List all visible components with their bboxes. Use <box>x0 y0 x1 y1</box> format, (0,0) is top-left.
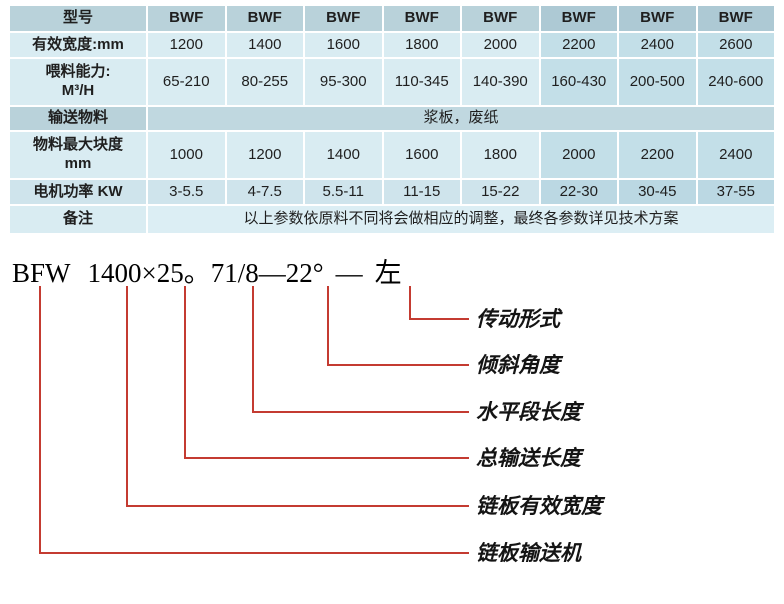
label-incline-angle: 倾斜角度 <box>476 353 560 377</box>
leader-line-plate-width <box>126 286 469 507</box>
model-side: 左 <box>374 258 402 288</box>
cell: 1200 <box>224 130 305 180</box>
row-header-line1: 物料最大块度 <box>32 136 123 154</box>
cell: BWF <box>617 4 698 33</box>
row-header-conveyed-material: 输送物料 <box>8 105 148 132</box>
cell: 2600 <box>695 31 776 59</box>
label-conveyor-name: 链板输送机 <box>476 541 581 565</box>
leader-lines <box>39 286 469 554</box>
cell: 1200 <box>146 31 227 59</box>
cell: 15-22 <box>460 178 541 206</box>
leader-line-transmission-type <box>409 286 469 320</box>
leader-line-total-length <box>184 286 469 459</box>
table-row-max-lump-size: 物料最大块度 mm 1000 1200 1400 1600 1800 2000 … <box>8 130 776 180</box>
table-row-model: 型号 BWF BWF BWF BWF BWF BWF BWF BWF <box>8 4 776 33</box>
cell: BWF <box>381 4 462 33</box>
cell: 240-600 <box>695 57 776 107</box>
cell: 2000 <box>538 130 619 180</box>
table-row-effective-width: 有效宽度:mm 1200 1400 1600 1800 2000 2200 24… <box>8 31 776 59</box>
cell: 2200 <box>617 130 698 180</box>
cell: 1600 <box>303 31 384 59</box>
cell: 2200 <box>538 31 619 59</box>
cell: 1400 <box>224 31 305 59</box>
cell: 1800 <box>460 130 541 180</box>
cell: BWF <box>146 4 227 33</box>
model-angle: 22° <box>285 258 324 288</box>
cell: 1600 <box>381 130 462 180</box>
cell: BWF <box>303 4 384 33</box>
cell: 1000 <box>146 130 227 180</box>
table-row-remarks: 备注 以上参数依原料不同将会做相应的调整，最终各参数详见技术方案 <box>8 204 776 235</box>
row-header-remarks: 备注 <box>8 204 148 235</box>
row-header-feed-capacity: 喂料能力: M³/H <box>8 57 148 107</box>
leader-line-incline-angle <box>327 286 469 366</box>
cell: 200-500 <box>617 57 698 107</box>
cell: BWF <box>460 4 541 33</box>
cell: 1800 <box>381 31 462 59</box>
model-prefix: BFW <box>12 258 71 288</box>
row-header-model: 型号 <box>8 4 148 33</box>
cell: BWF <box>538 4 619 33</box>
cell: 65-210 <box>146 57 227 107</box>
cell-remarks: 以上参数依原料不同将会做相应的调整，最终各参数详见技术方案 <box>146 204 776 235</box>
cell: BWF <box>695 4 776 33</box>
leader-line-conveyor-name <box>39 286 469 554</box>
cell: 11-15 <box>381 178 462 206</box>
row-header-max-lump-size: 物料最大块度 mm <box>8 130 148 180</box>
cell: 2400 <box>617 31 698 59</box>
model-width: 1400 <box>87 258 142 288</box>
label-total-length: 总输送长度 <box>476 446 581 470</box>
dash-icon: — <box>258 258 286 288</box>
cell: 160-430 <box>538 57 619 107</box>
model-length: 25。71/8 <box>156 258 259 288</box>
cell: 1400 <box>303 130 384 180</box>
cell: 30-45 <box>617 178 698 206</box>
cell: 4-7.5 <box>224 178 305 206</box>
row-header-line2: M³/H <box>61 82 95 99</box>
label-plate-width: 链板有效宽度 <box>476 494 602 518</box>
cell: BWF <box>224 4 305 33</box>
cell: 2000 <box>460 31 541 59</box>
cell: 37-55 <box>695 178 776 206</box>
table-row-feed-capacity: 喂料能力: M³/H 65-210 80-255 95-300 110-345 … <box>8 57 776 107</box>
cell: 140-390 <box>460 57 541 107</box>
cell: 110-345 <box>381 57 462 107</box>
cell: 5.5-11 <box>303 178 384 206</box>
leader-line-horizontal-length <box>252 286 469 413</box>
row-header-motor-power: 电机功率 KW <box>8 178 148 206</box>
table-row-conveyed-material: 输送物料 浆板，废纸 <box>8 105 776 132</box>
cell: 80-255 <box>224 57 305 107</box>
cell: 95-300 <box>303 57 384 107</box>
cell: 3-5.5 <box>146 178 227 206</box>
cell: 2400 <box>695 130 776 180</box>
dash-icon: — <box>335 258 363 288</box>
table-row-motor-power: 电机功率 KW 3-5.5 4-7.5 5.5-11 11-15 15-22 2… <box>8 178 776 206</box>
row-header-effective-width: 有效宽度:mm <box>8 31 148 59</box>
times-sign: × <box>141 258 157 288</box>
row-header-line1: 喂料能力: <box>45 63 111 81</box>
cell-conveyed-material: 浆板，废纸 <box>146 105 776 132</box>
spec-table: 型号 BWF BWF BWF BWF BWF BWF BWF BWF 有效宽度:… <box>8 4 776 235</box>
label-transmission-type: 传动形式 <box>476 307 560 331</box>
cell: 22-30 <box>538 178 619 206</box>
label-horizontal-length: 水平段长度 <box>476 400 581 424</box>
row-header-line2: mm <box>64 155 92 172</box>
